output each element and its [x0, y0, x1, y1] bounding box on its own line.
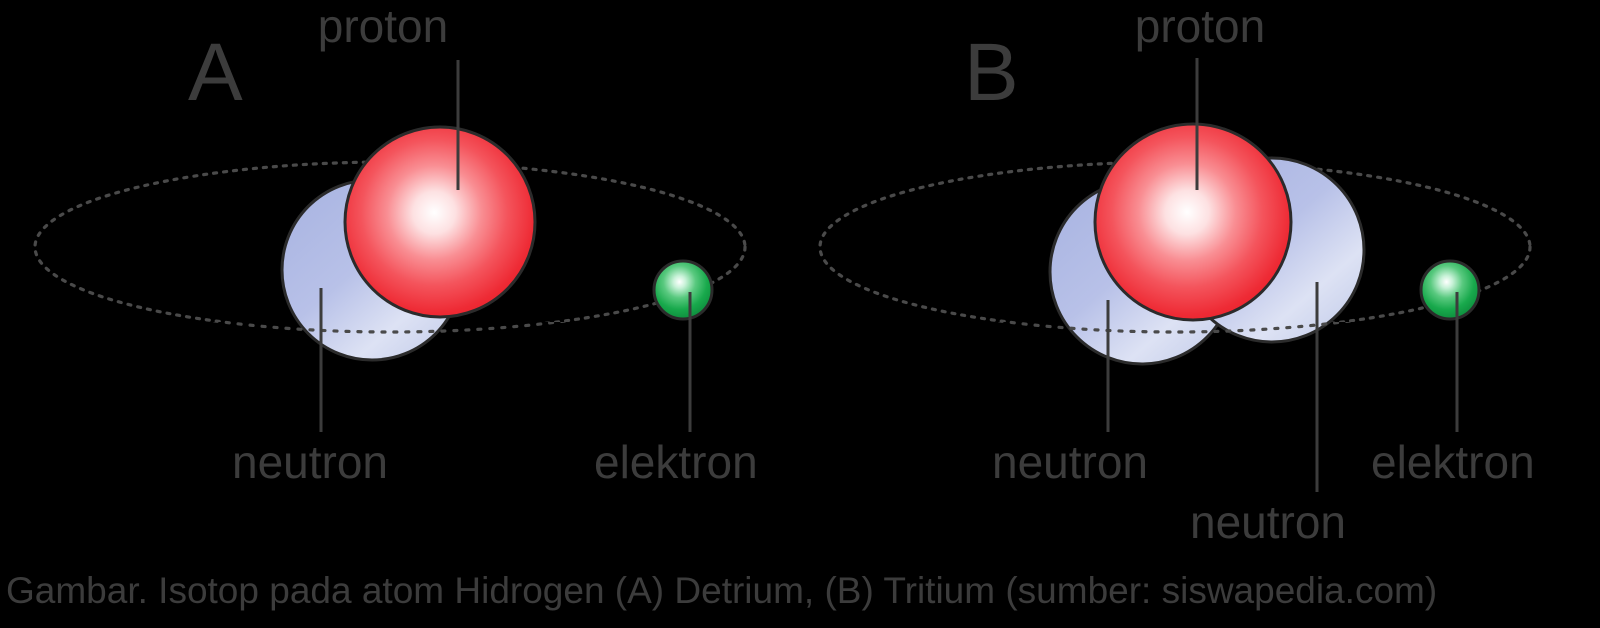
- proton-sphere-a: [343, 125, 537, 319]
- label-neutron-right-b: neutron: [1190, 496, 1346, 548]
- electron-orbit-back-b: [818, 160, 1532, 322]
- label-neutron-left-b: neutron: [992, 436, 1148, 488]
- electron-sphere-b: [1419, 259, 1481, 321]
- panel-a: A proton neutron elektron: [33, 0, 758, 488]
- label-electron-a: elektron: [594, 436, 758, 488]
- electron-orbit-back-a: [33, 160, 747, 322]
- panel-letter-a: A: [188, 27, 243, 118]
- label-neutron-a: neutron: [232, 436, 388, 488]
- figure-caption: Gambar. Isotop pada atom Hidrogen (A) De…: [6, 570, 1437, 611]
- label-proton-a: proton: [318, 0, 448, 52]
- panel-b: B proton neutron neutron elektron: [818, 0, 1535, 548]
- label-proton-b: proton: [1135, 0, 1265, 52]
- label-electron-b: elektron: [1371, 436, 1535, 488]
- proton-sphere-b: [1093, 122, 1293, 322]
- electron-sphere-a: [652, 259, 714, 321]
- panel-letter-b: B: [964, 27, 1019, 118]
